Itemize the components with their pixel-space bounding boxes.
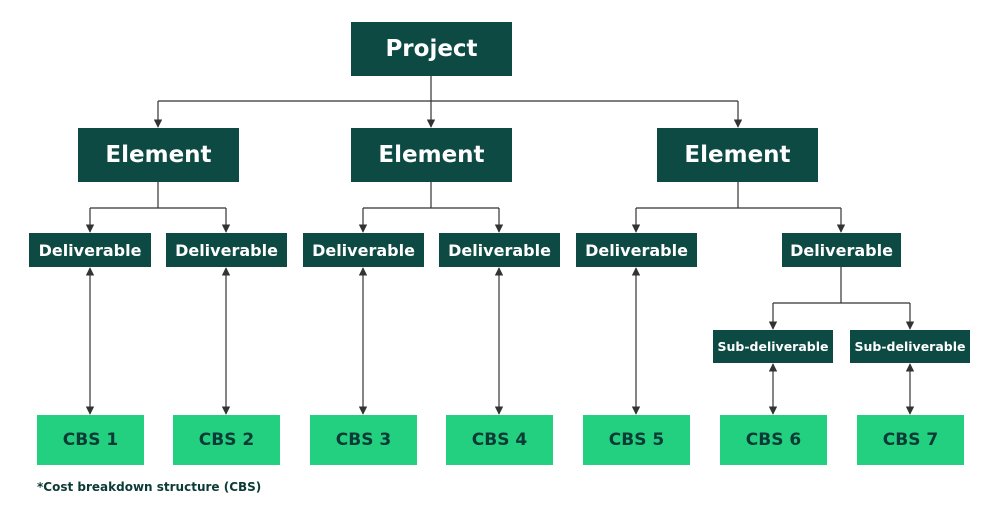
deliverable-node-1: Deliverable — [29, 233, 151, 267]
connector-element-1 — [90, 182, 226, 209]
cbs-node-2: CBS 2 — [173, 415, 280, 465]
cbs-node-7: CBS 7 — [857, 415, 964, 465]
sub-deliverable-node-2: Sub-deliverable — [850, 330, 970, 363]
deliverable-node-5: Deliverable — [576, 233, 697, 267]
sub-deliverable-node-1: Sub-deliverable — [713, 330, 833, 363]
connector-element-2 — [363, 182, 499, 209]
deliverable-node-3: Deliverable — [303, 233, 424, 267]
element-node-1: Element — [78, 128, 239, 182]
cbs-node-4: CBS 4 — [446, 415, 553, 465]
deliverable-node-4: Deliverable — [439, 233, 560, 267]
connector-deliverable-6 — [773, 267, 910, 304]
deliverable-node-2: Deliverable — [166, 233, 287, 267]
connector-project-elements — [158, 76, 738, 102]
cbs-node-5: CBS 5 — [583, 415, 690, 465]
cbs-node-3: CBS 3 — [310, 415, 417, 465]
cbs-node-1: CBS 1 — [37, 415, 144, 465]
element-node-3: Element — [657, 128, 818, 182]
element-node-2: Element — [351, 128, 512, 182]
cbs-node-6: CBS 6 — [720, 415, 827, 465]
deliverable-node-6: Deliverable — [782, 233, 901, 267]
project-node: Project — [351, 22, 512, 76]
footnote: *Cost breakdown structure (CBS) — [37, 480, 262, 494]
connector-element-3 — [636, 182, 841, 209]
